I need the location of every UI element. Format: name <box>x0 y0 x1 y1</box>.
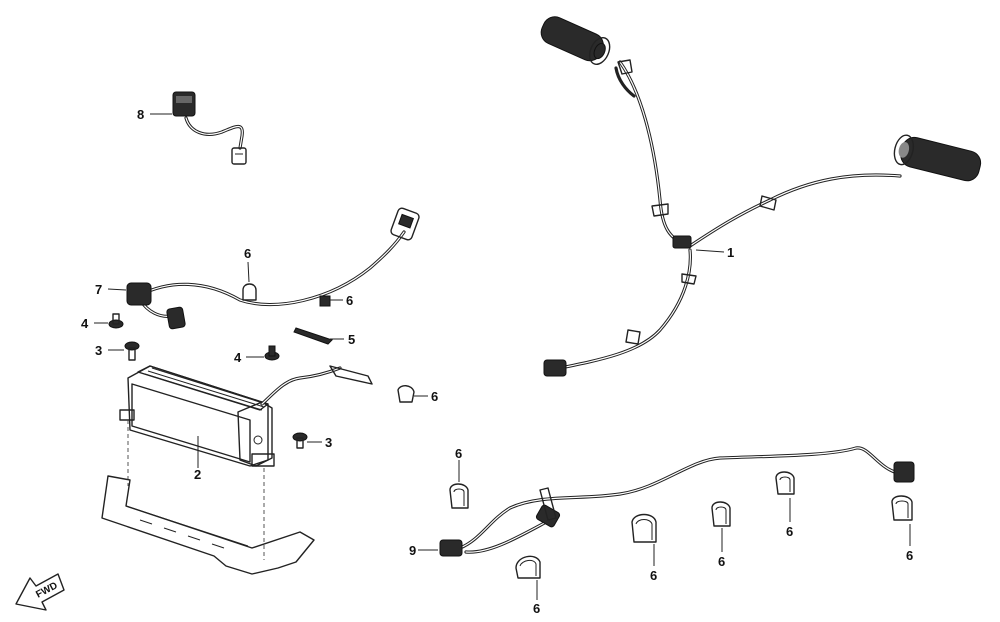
callout-3b: 3 <box>325 435 332 450</box>
callout-2: 2 <box>194 467 201 482</box>
callout-6i: 6 <box>906 548 913 563</box>
screw-3-top <box>108 341 140 361</box>
callout-7: 7 <box>95 282 102 297</box>
callout-9: 9 <box>409 543 416 558</box>
callout-6b: 6 <box>346 293 353 308</box>
part-8-switch-harness <box>172 91 247 165</box>
clip-6-b <box>319 295 343 307</box>
callout-6f: 6 <box>650 568 657 583</box>
clip-6-c <box>397 385 428 403</box>
mounting-bracket <box>101 420 315 575</box>
fwd-arrow: FWD <box>15 573 65 611</box>
callout-4a: 4 <box>81 316 89 331</box>
clip-6-g <box>711 501 731 552</box>
clip-6-f <box>631 513 657 566</box>
part-5-strip <box>293 327 344 345</box>
clip-6-e <box>515 555 541 600</box>
callout-6c: 6 <box>431 389 438 404</box>
callout-5: 5 <box>348 332 355 347</box>
screw-4-middle <box>246 345 280 361</box>
clip-6-i <box>891 495 913 546</box>
screw-3-right <box>292 432 322 449</box>
leader-7 <box>107 288 127 291</box>
callout-1: 1 <box>727 245 734 260</box>
callout-6g: 6 <box>718 554 725 569</box>
callout-6h: 6 <box>786 524 793 539</box>
clip-6-h <box>775 471 795 522</box>
part-9-harness <box>418 446 915 557</box>
callout-6a: 6 <box>244 246 251 261</box>
screw-4-left <box>94 313 124 329</box>
clip-6-a <box>242 261 257 301</box>
clip-6-d <box>449 460 469 509</box>
part-1-handlebar-harness <box>540 16 982 377</box>
callout-4b: 4 <box>234 350 242 365</box>
callout-6e: 6 <box>533 601 540 616</box>
part-2-light-bar <box>119 365 373 468</box>
callout-8: 8 <box>137 107 144 122</box>
callout-6d: 6 <box>455 446 462 461</box>
callout-3a: 3 <box>95 343 102 358</box>
part-7-harness <box>126 207 420 330</box>
fwd-label: FWD <box>34 580 59 600</box>
